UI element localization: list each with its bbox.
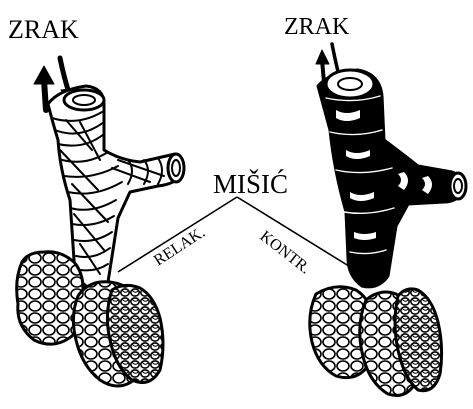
air-label-left: ZRAK: [8, 15, 79, 44]
muscle-pointer-lines: [118, 197, 352, 272]
alveoli-cluster: [310, 287, 442, 396]
bronchus-contracted: [310, 44, 466, 396]
contracted-label: KONTR.: [257, 228, 314, 278]
muscle-label: MIŠIĆ: [213, 169, 288, 199]
air-label-right: ZRAK: [284, 14, 350, 40]
bronchus-relaxed: [17, 58, 184, 386]
